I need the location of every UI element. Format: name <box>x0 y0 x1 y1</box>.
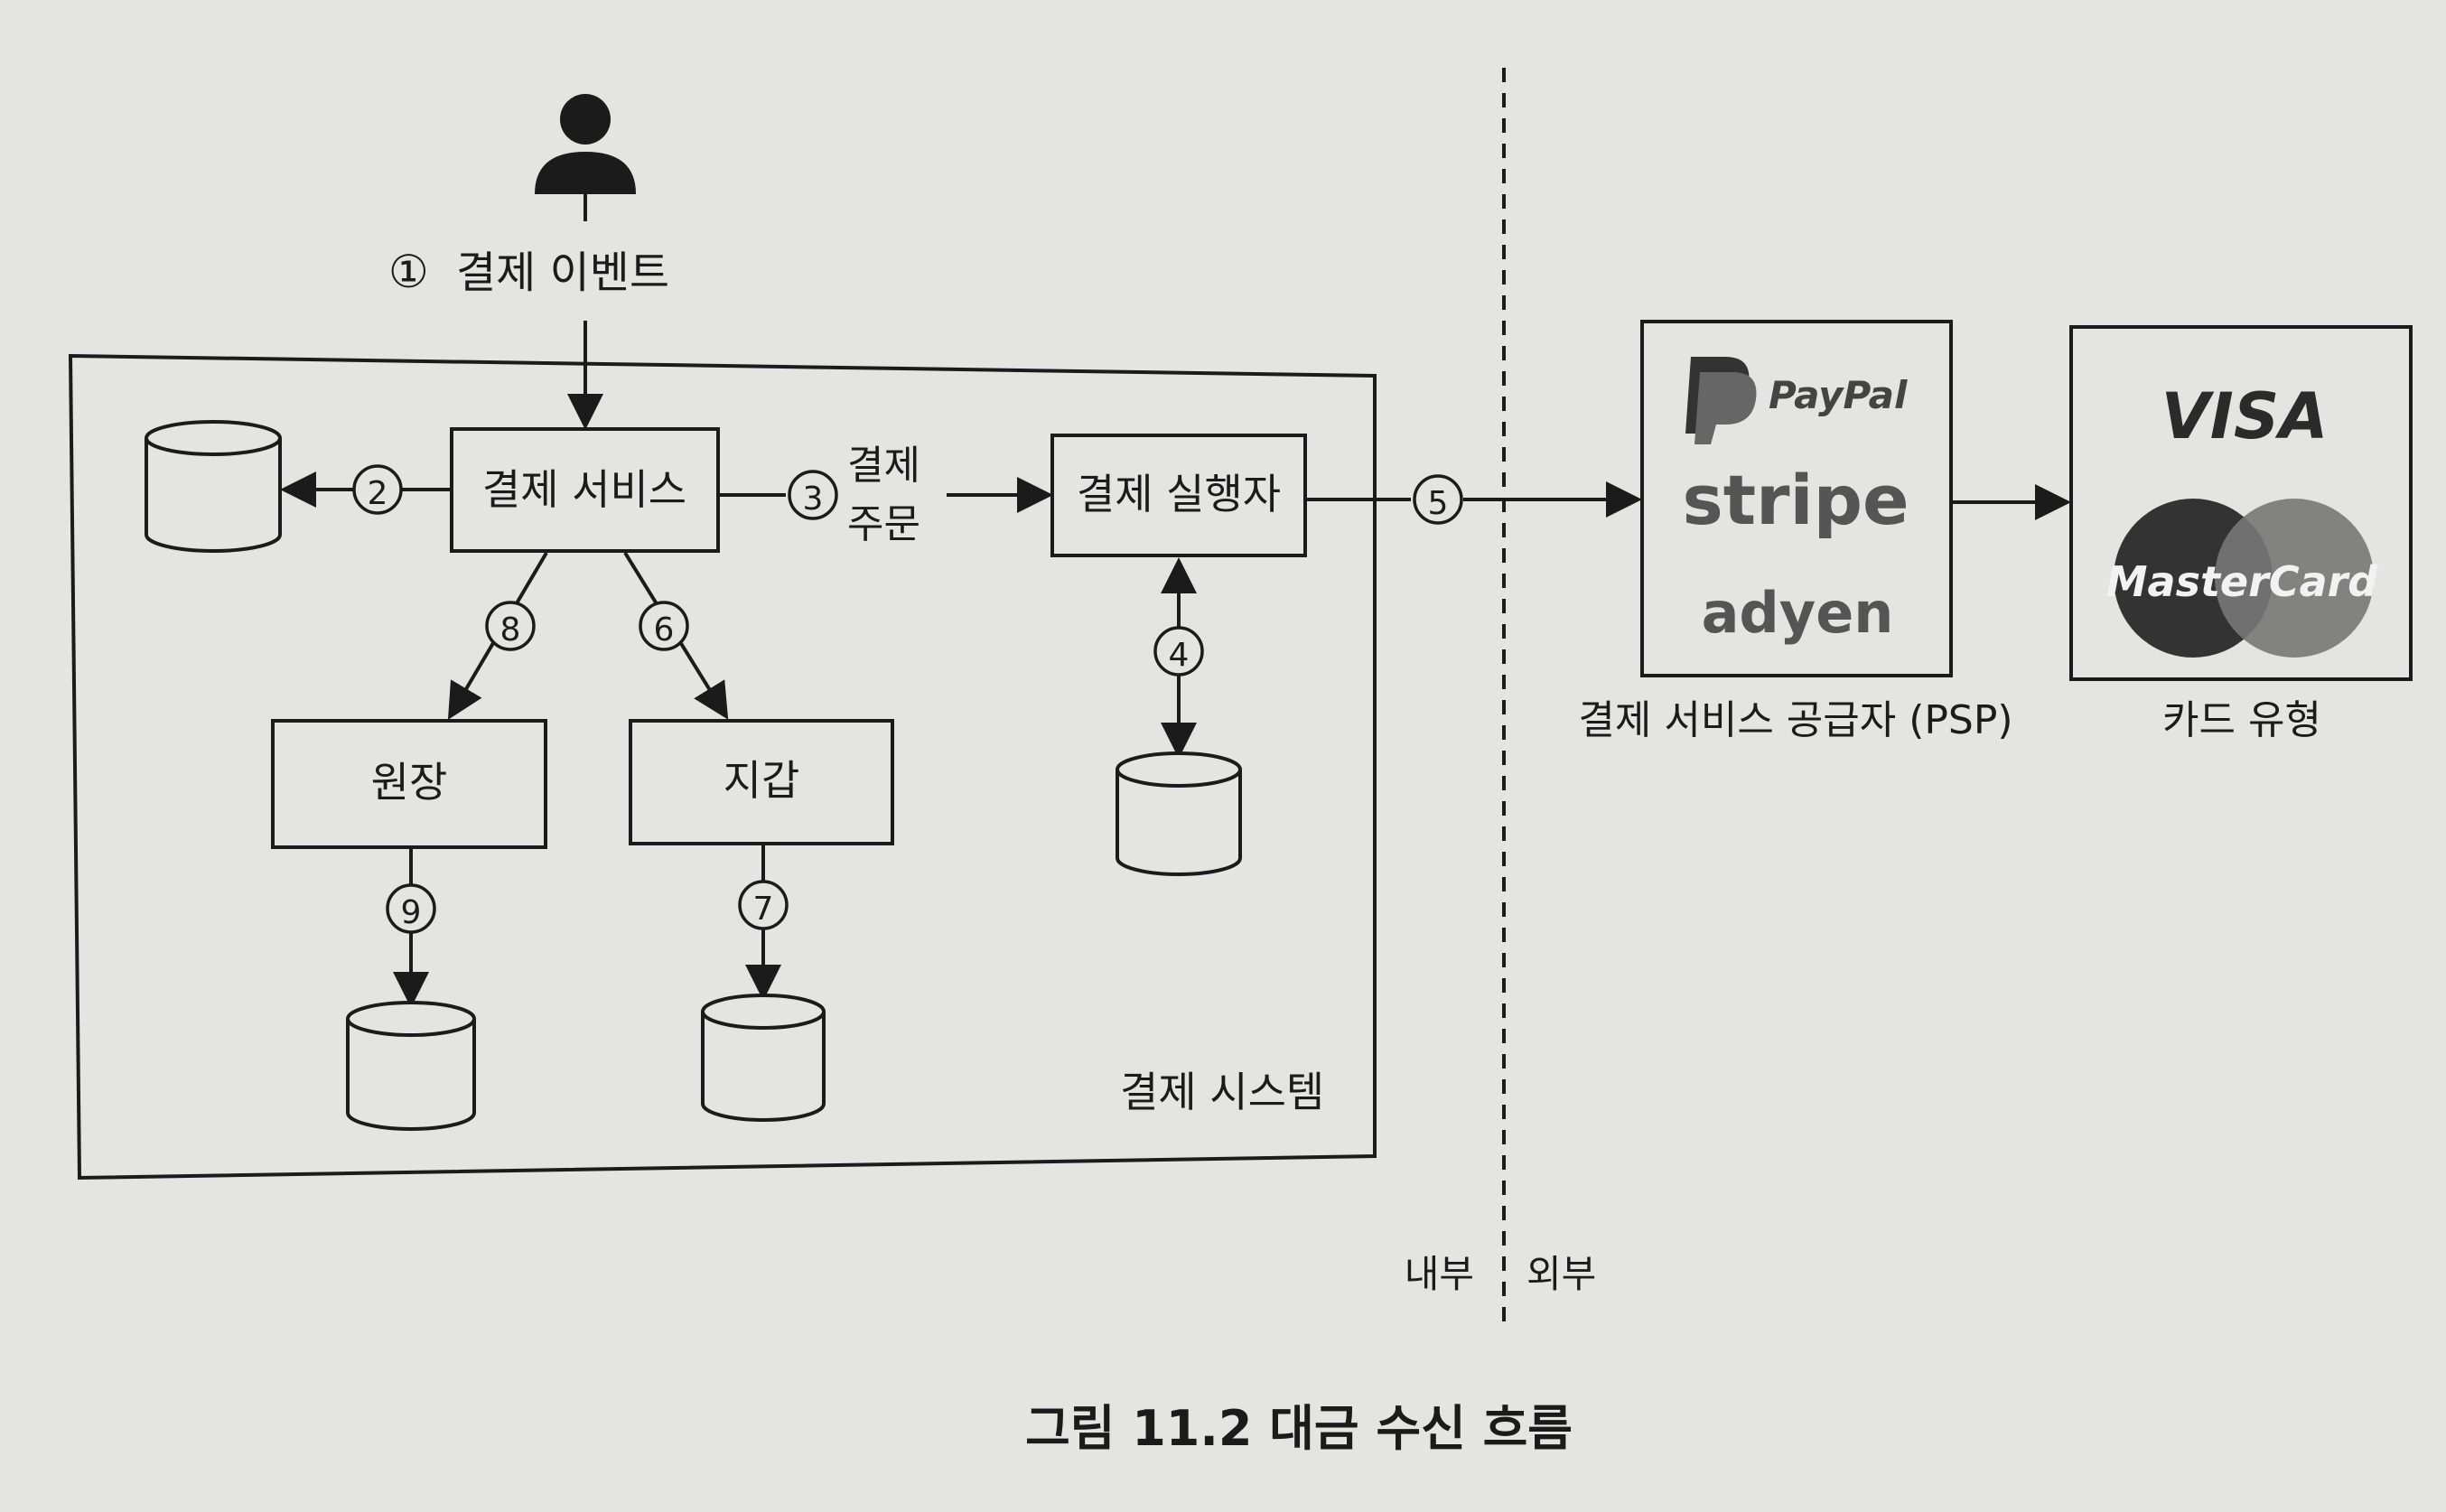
figure-caption: 그림 11.2 대금 수신 흐름 <box>1025 1400 1573 1457</box>
payment-service-box <box>450 427 720 553</box>
step-7-circle <box>738 880 789 930</box>
stripe-logo: stripe <box>1682 460 1909 540</box>
ledger-box <box>271 719 547 849</box>
step-8-circle <box>485 601 536 651</box>
user-icon <box>535 94 636 194</box>
svg-text:MasterCard: MasterCard <box>2106 557 2379 606</box>
step-3-label-line2: 주문 <box>847 501 920 547</box>
svg-text:PayPal: PayPal <box>1769 373 1908 417</box>
step-5-number: 5 <box>1428 485 1449 522</box>
step-5-circle <box>1413 474 1463 525</box>
step-2-circle <box>352 464 403 515</box>
psp-label: 결제 서비스 공급자 (PSP) <box>1578 697 2012 743</box>
database-icon <box>346 1001 476 1131</box>
adyen-logo: adyen <box>1702 580 1894 646</box>
step-4-number: 4 <box>1169 637 1190 674</box>
step-7-number: 7 <box>753 891 774 928</box>
payment-service-label: 결제 서비스 <box>482 465 686 514</box>
step-3-circle <box>788 470 838 520</box>
step-9-number: 9 <box>401 894 422 931</box>
database-icon <box>145 420 282 553</box>
visa-logo: VISA <box>2161 379 2329 453</box>
step-3-number: 3 <box>803 481 824 518</box>
step-9-circle <box>386 883 436 934</box>
step-8-number: 8 <box>500 611 521 649</box>
wallet-box <box>629 719 894 845</box>
step-3-label-line1: 결제 <box>847 443 920 489</box>
external-label: 외부 <box>1526 1252 1596 1296</box>
step-1-marker: ① <box>388 246 429 298</box>
step-2-number: 2 <box>368 475 388 512</box>
step-6-circle <box>639 601 689 651</box>
database-icon <box>1116 751 1242 876</box>
database-icon <box>701 994 826 1122</box>
step-1-label: 결제 이벤트 <box>456 247 669 298</box>
payment-executor-box <box>1050 434 1307 557</box>
mastercard-logo: MasterCard <box>2106 499 2379 658</box>
internal-label: 내부 <box>1405 1252 1474 1296</box>
wallet-label: 지갑 <box>724 756 800 805</box>
paypal-logo: PayPal <box>1685 357 1908 444</box>
payment-executor-label: 결제 실행자 <box>1077 470 1281 518</box>
card-type-label: 카드 유형 <box>2162 697 2321 743</box>
step-6-number: 6 <box>654 611 675 649</box>
payment-system-label: 결제 시스템 <box>1120 1068 1324 1116</box>
step-4-circle <box>1153 626 1204 677</box>
ledger-label: 원장 <box>371 758 448 807</box>
